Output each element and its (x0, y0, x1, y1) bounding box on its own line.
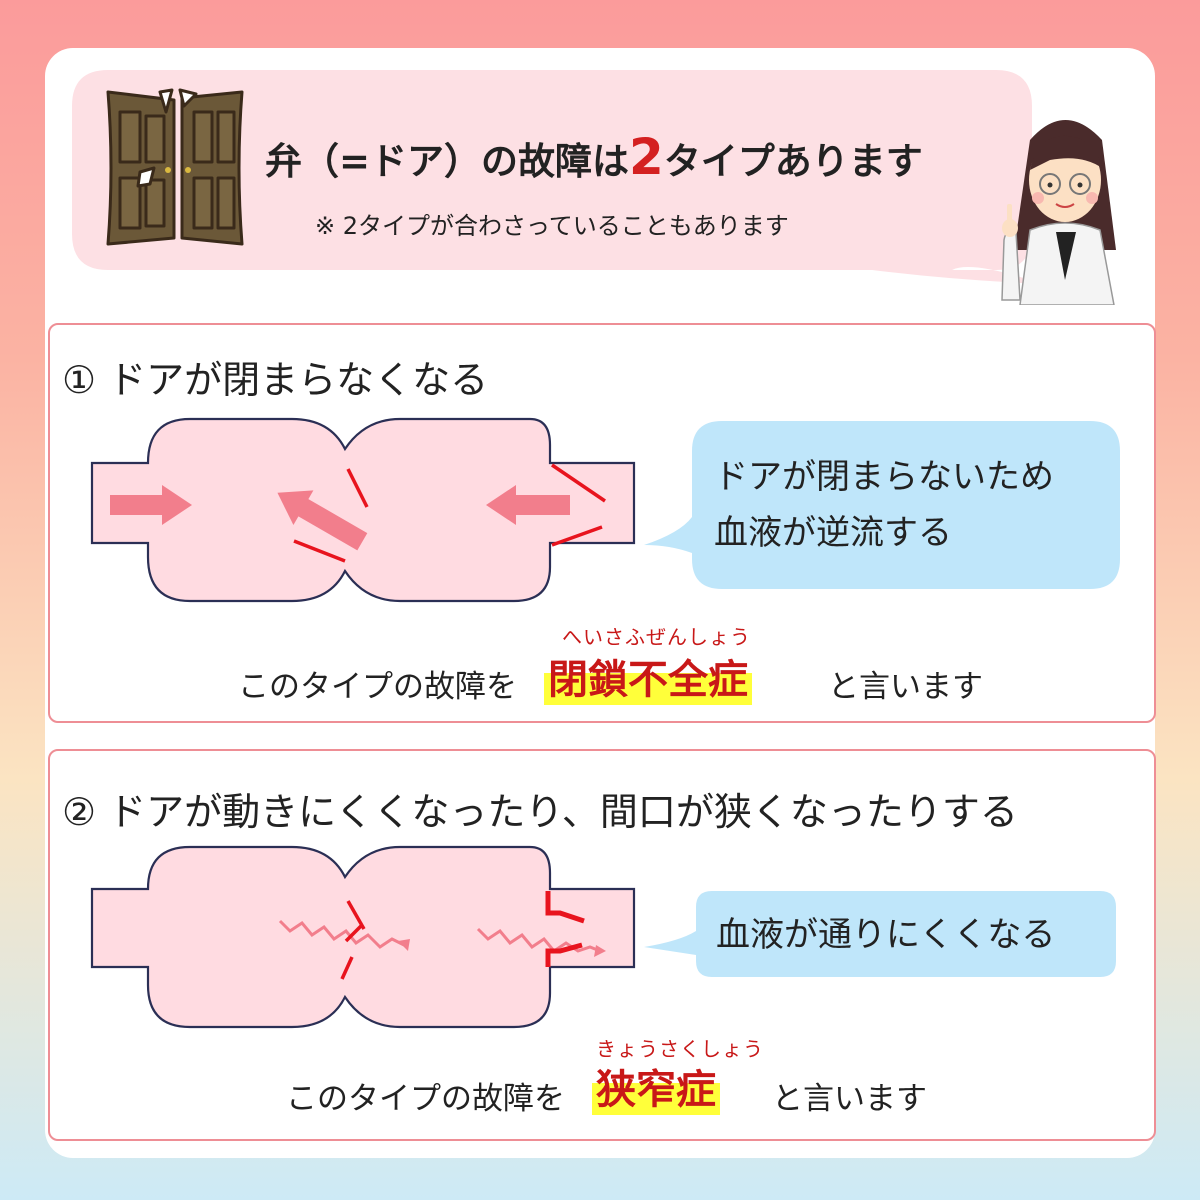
valve-leaflet (293, 539, 346, 563)
type-count: 2 (629, 128, 664, 186)
valve-leaflet (551, 463, 606, 503)
stiff-valve-leaflet (346, 900, 366, 930)
explanation-text: ドアが閉まらないため 血液が逆流する (714, 457, 1054, 553)
heart-chamber-diagram (90, 417, 636, 603)
heart-chamber-diagram (90, 845, 636, 1029)
type1-term-reading: へいさふぜんしょう (562, 625, 751, 649)
valve-leaflet (346, 468, 369, 508)
doctor-illustration (1001, 120, 1116, 305)
type1-panel: ① ドアが閉まらなくなる ドアが閉まらないため 血液が逆流する このタイプの故障… (48, 323, 1156, 723)
speech-title: 弁（=ドア）の故障は2タイプあります (265, 128, 923, 186)
stiff-valve-leaflet (340, 956, 354, 980)
type2-heading: ② ドアが動きにくくなったり、間口が狭くなったりする (62, 790, 1018, 834)
valve-leaflet (551, 525, 603, 547)
stiff-valve-leaflet (344, 923, 364, 943)
backflow-arrow-valve (277, 490, 368, 551)
explanation-bubble (644, 421, 1120, 589)
narrowed-opening (545, 942, 583, 967)
broken-door-icon (106, 88, 244, 246)
type2-panel: ② ドアが動きにくくなったり、間口が狭くなったりする 血液が通りにくくなる この… (48, 749, 1156, 1141)
type1-heading: ① ドアが閉まらなくなる (62, 358, 489, 402)
type2-term: 狭窄症 (592, 1057, 720, 1115)
explanation-bubble (644, 891, 1116, 977)
restricted-flow-arrow (476, 927, 601, 953)
explanation-text: 血液が通りにくくなる (716, 915, 1056, 955)
restricted-flow-arrow (278, 919, 405, 949)
type2-sentence-prefix: このタイプの故障を (286, 1081, 565, 1117)
backflow-arrow-outlet (486, 485, 570, 525)
forward-arrow (110, 485, 192, 525)
type1-term: 閉鎖不全症 (544, 647, 752, 705)
type1-sentence-suffix: と言います (828, 669, 983, 705)
type1-sentence-prefix: このタイプの故障を (238, 669, 517, 705)
speech-note: ※ 2タイプが合わさっていることもあります (315, 212, 789, 240)
speech-bubble (72, 70, 1032, 284)
narrowed-opening (545, 891, 585, 924)
type2-sentence-suffix: と言います (772, 1081, 927, 1117)
